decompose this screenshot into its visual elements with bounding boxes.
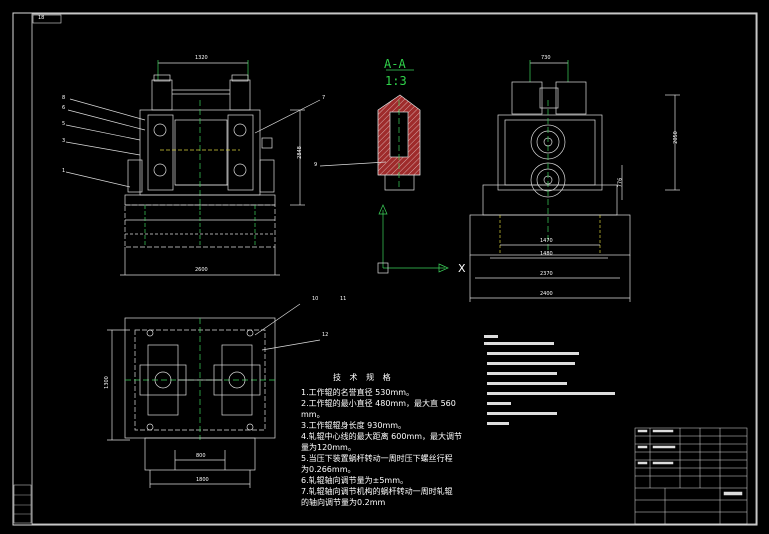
part-label-10: 10 — [312, 296, 319, 302]
spec-line: 1.工作辊的名誉直径 530mm。 — [301, 388, 415, 397]
front-view — [65, 60, 321, 276]
spec-title: 技 术 规 格 — [333, 373, 394, 382]
dim-front-height: 2848 — [296, 146, 303, 159]
dim-side-w4: 2400 — [540, 291, 553, 297]
sheet-tag: 18 — [38, 15, 45, 21]
spec-line: 量为120mm。 — [301, 443, 356, 452]
part-label-8: 8 — [62, 95, 66, 101]
dim-side-height: 2050 — [672, 131, 679, 144]
dim-side-w1: 1470 — [540, 238, 553, 244]
dim-side-w3: 2370 — [540, 271, 553, 277]
spec-line: mm。 — [301, 410, 325, 419]
spec-line: 7.轧辊轴向调节机构的蜗杆转动一周时轧辊 — [301, 487, 453, 496]
notes-block — [484, 335, 615, 425]
spec-line: 的轴向调节量为0.2mm — [301, 498, 386, 507]
title-block — [634, 427, 748, 525]
dim-plan-bottom: 1800 — [196, 477, 209, 483]
side-view — [469, 60, 680, 302]
spec-line: 3.工作辊辊身长度 930mm。 — [301, 421, 407, 430]
dim-plan-mid: 800 — [196, 453, 206, 459]
dim-front-bottom: 2600 — [195, 267, 208, 273]
section-scale: 1:3 — [385, 74, 407, 88]
dim-side-mid: 776 — [617, 177, 624, 188]
spec-list: 1.工作辊的名誉直径 530mm。 2.工作辊的最小直径 480mm，最大直 5… — [301, 389, 462, 510]
part-label-12: 12 — [322, 332, 329, 338]
dim-plan-left: 1300 — [103, 376, 110, 389]
spec-line: 2.工作辊的最小直径 480mm，最大直 560 — [301, 399, 456, 408]
dim-front-top: 1320 — [195, 55, 208, 61]
spec-line: 4.轧辊中心线的最大距离 600mm，最大调节 — [301, 432, 463, 441]
part-label-11: 11 — [340, 296, 347, 302]
part-label-9: 9 — [314, 162, 318, 168]
spec-line: 5.当压下装置蜗杆转动一周时压下螺丝行程 — [301, 454, 453, 463]
dim-side-top: 730 — [541, 55, 551, 61]
spec-line: 6.轧辊轴向调节量为±5mm。 — [301, 476, 409, 485]
inner-border — [31, 13, 757, 525]
section-a-a — [319, 69, 449, 274]
outer-border — [12, 12, 758, 526]
part-label-3: 3 — [62, 138, 66, 144]
section-label: A-A — [384, 57, 406, 71]
plan-view — [107, 303, 321, 488]
part-label-5: 5 — [62, 121, 66, 127]
part-label-1: 1 — [62, 168, 66, 174]
spec-line: 为0.266mm。 — [301, 465, 356, 474]
part-label-7: 7 — [322, 95, 326, 101]
axis-x-label: X — [458, 262, 466, 275]
dim-side-w2: 1480 — [540, 251, 553, 257]
part-label-6: 6 — [62, 105, 66, 111]
